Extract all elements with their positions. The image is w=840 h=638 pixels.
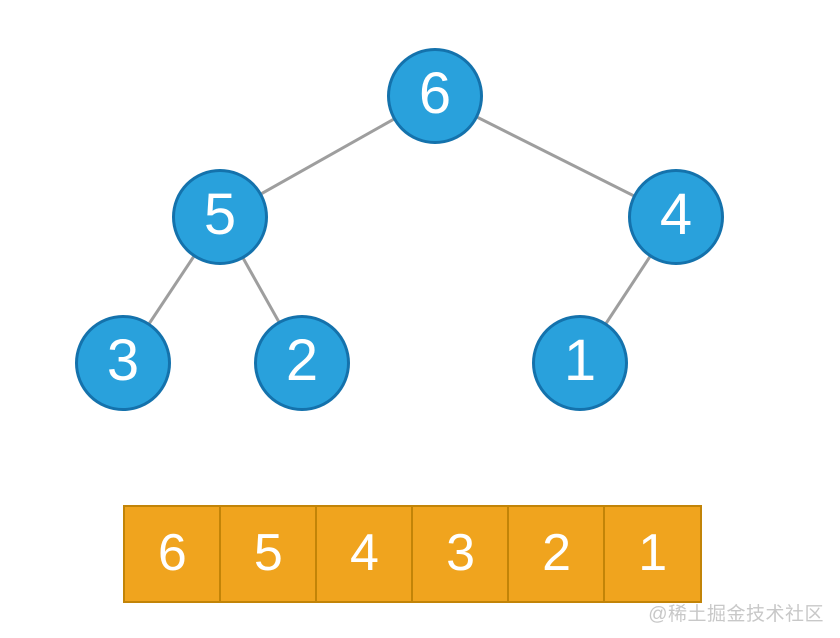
array-cell-1: 5 [219,505,318,603]
array-cell-5: 1 [603,505,702,603]
array-cell-3: 3 [411,505,510,603]
tree-node-1: 1 [532,315,628,411]
tree-node-4: 4 [628,169,724,265]
tree-node-label: 3 [106,328,140,393]
tree-node-2: 2 [254,315,350,411]
tree-node-3: 3 [75,315,171,411]
array-cell-value: 2 [542,523,572,582]
array-cell-value: 6 [157,523,187,582]
watermark: @稀土掘金技术社区 [648,604,824,625]
array-cell-value: 5 [253,523,283,582]
tree-node-label: 6 [418,61,452,126]
tree-node-label: 5 [203,182,237,247]
tree-node-label: 4 [659,182,693,247]
array-cell-2: 4 [315,505,414,603]
tree-node-6: 6 [387,48,483,144]
array-row: 6 5 4 3 2 1 [123,505,702,603]
tree-node-label: 1 [563,328,597,393]
array-cell-value: 4 [349,523,379,582]
array-cell-4: 2 [507,505,606,603]
array-cell-value: 3 [446,523,475,582]
array-cell-value: 1 [638,523,668,582]
tree-node-5: 5 [172,169,268,265]
tree-node-label: 2 [285,328,319,393]
array-cell-0: 6 [123,505,222,603]
